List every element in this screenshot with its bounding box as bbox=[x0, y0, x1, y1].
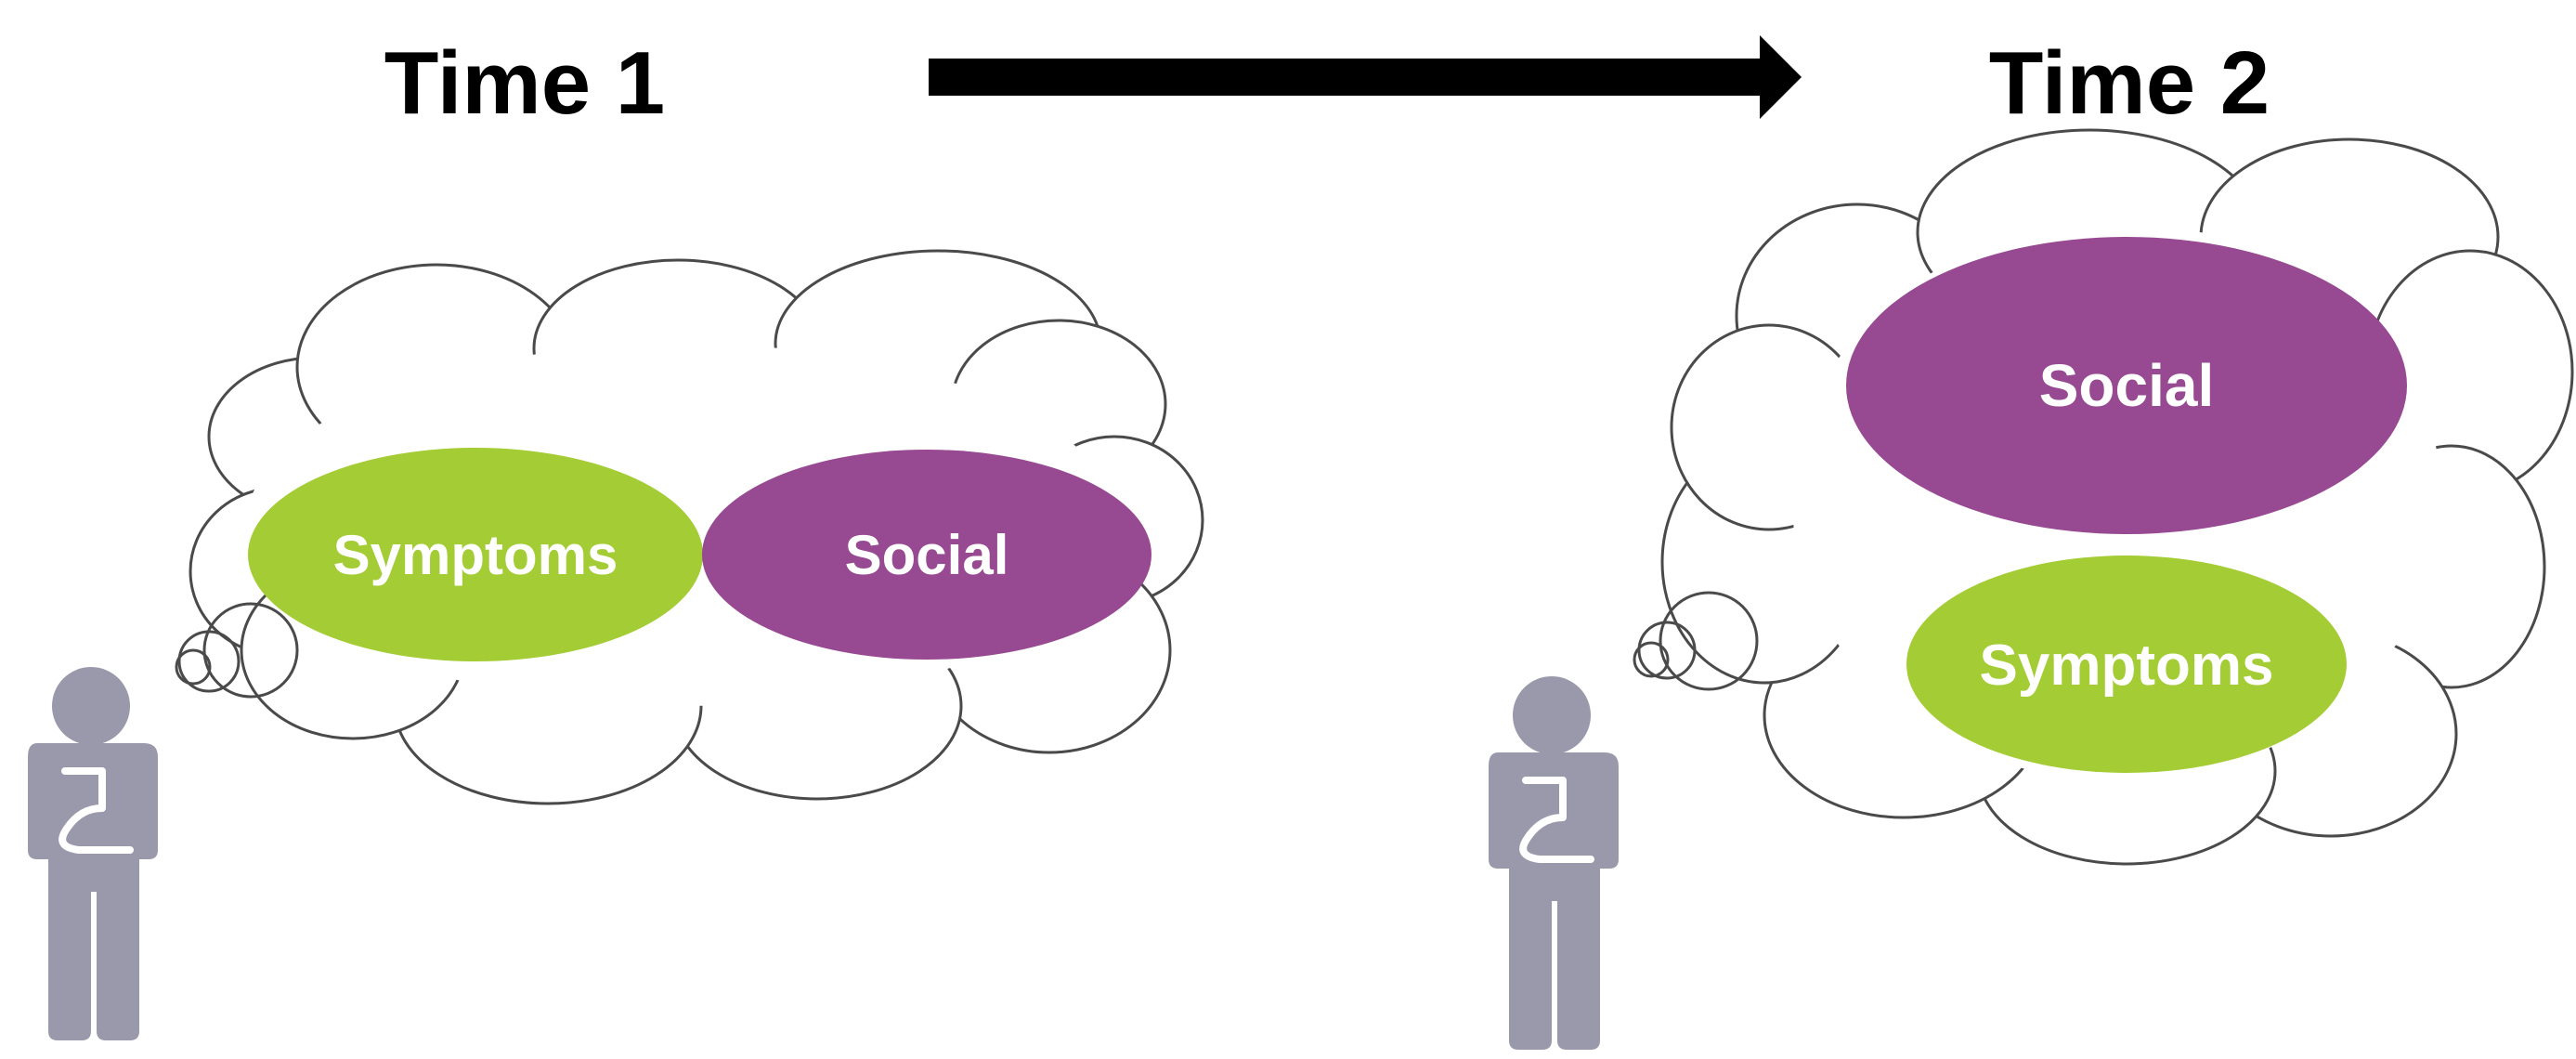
person-torso bbox=[28, 743, 158, 1040]
symptoms-label: Symptoms bbox=[333, 524, 618, 586]
person-arm bbox=[1519, 777, 1594, 863]
social-bubble bbox=[702, 450, 1151, 660]
arrow-head bbox=[1760, 35, 1802, 119]
person-head bbox=[1513, 676, 1591, 754]
symptoms-label: Symptoms bbox=[1980, 634, 2274, 698]
panel-time1: Symptoms Social bbox=[28, 249, 1204, 1040]
thinking-person-icon bbox=[28, 667, 158, 1040]
cloud-tail bbox=[175, 602, 299, 699]
thinking-person-icon bbox=[1489, 676, 1619, 1050]
panel-time2: Social Symptoms bbox=[1489, 128, 2574, 1050]
time2-heading: Time 2 bbox=[1989, 33, 2270, 133]
symptoms-bubble bbox=[1906, 556, 2347, 773]
arrow-shaft bbox=[929, 59, 1769, 96]
time1-heading: Time 1 bbox=[384, 33, 665, 133]
cloud-tail bbox=[1633, 591, 1759, 691]
social-label: Social bbox=[2039, 352, 2215, 419]
person-arm bbox=[59, 767, 134, 854]
person-torso bbox=[1489, 752, 1619, 1050]
symptoms-bubble bbox=[248, 448, 703, 661]
person-head bbox=[52, 667, 130, 745]
social-bubble bbox=[1846, 237, 2407, 534]
social-label: Social bbox=[845, 524, 1009, 586]
right-arrow-icon bbox=[929, 35, 1802, 119]
